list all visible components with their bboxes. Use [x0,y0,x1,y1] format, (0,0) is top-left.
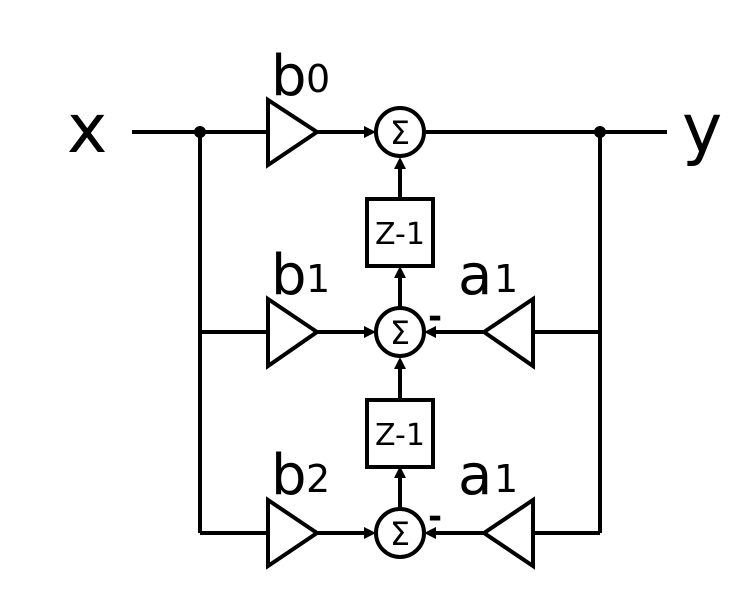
arrow-a-mid-sum [424,326,436,338]
input-junction [194,126,206,138]
coef-label-a-bot: a 1 [458,443,518,508]
coef-b1-base: b [271,243,307,308]
gain-b1 [266,295,321,370]
delay-label-bot: Z-1 [375,418,425,453]
coef-label-b2: b 2 [271,443,330,508]
coef-b0-sub: 0 [306,57,330,101]
arrow-b0-sum [364,126,376,138]
minus-sign-mid: - [428,297,442,337]
gain-b0 [266,96,321,169]
arrow-b2-sum [364,527,376,539]
coef-a-mid-sub: 1 [494,257,518,301]
minus-sign-bot: - [428,497,442,537]
coef-a-mid-base: a [458,243,492,308]
delay-block-bot: Z-1 [365,398,435,469]
gain-a-bot [480,496,535,570]
arrow-a-bot-sum [424,527,436,539]
sum-symbol-top: Σ [390,114,410,152]
arrow-into-sum-mid [394,357,406,369]
coef-label-b0: b 0 [271,44,330,109]
coef-b0-base: b [271,44,307,109]
coef-label-b1: b 1 [271,243,330,308]
input-label: x [67,90,107,169]
gain-a-mid [480,295,535,370]
arrow-b1-sum [364,326,376,338]
output-label: y [682,90,722,169]
delay-block-mid: Z-1 [365,197,435,268]
arrow-into-delay-mid [394,266,406,278]
coef-a-bot-base: a [458,443,492,508]
arrow-into-delay-bot [394,466,406,478]
coef-b2-sub: 2 [306,457,330,501]
coef-label-a-mid: a 1 [458,243,518,308]
coef-a-bot-sub: 1 [494,457,518,501]
coef-b1-sub: 1 [306,257,330,301]
delay-label-mid: Z-1 [375,217,425,252]
sum-node-mid: Σ [374,306,426,358]
sum-symbol-mid: Σ [390,314,410,352]
sum-node-top: Σ [374,106,426,158]
sum-node-bot: Σ [374,507,426,559]
output-junction [594,126,606,138]
coef-b2-base: b [271,443,307,508]
arrow-into-sum-top [394,157,406,169]
sum-symbol-bot: Σ [390,515,410,553]
gain-b2 [266,496,321,570]
